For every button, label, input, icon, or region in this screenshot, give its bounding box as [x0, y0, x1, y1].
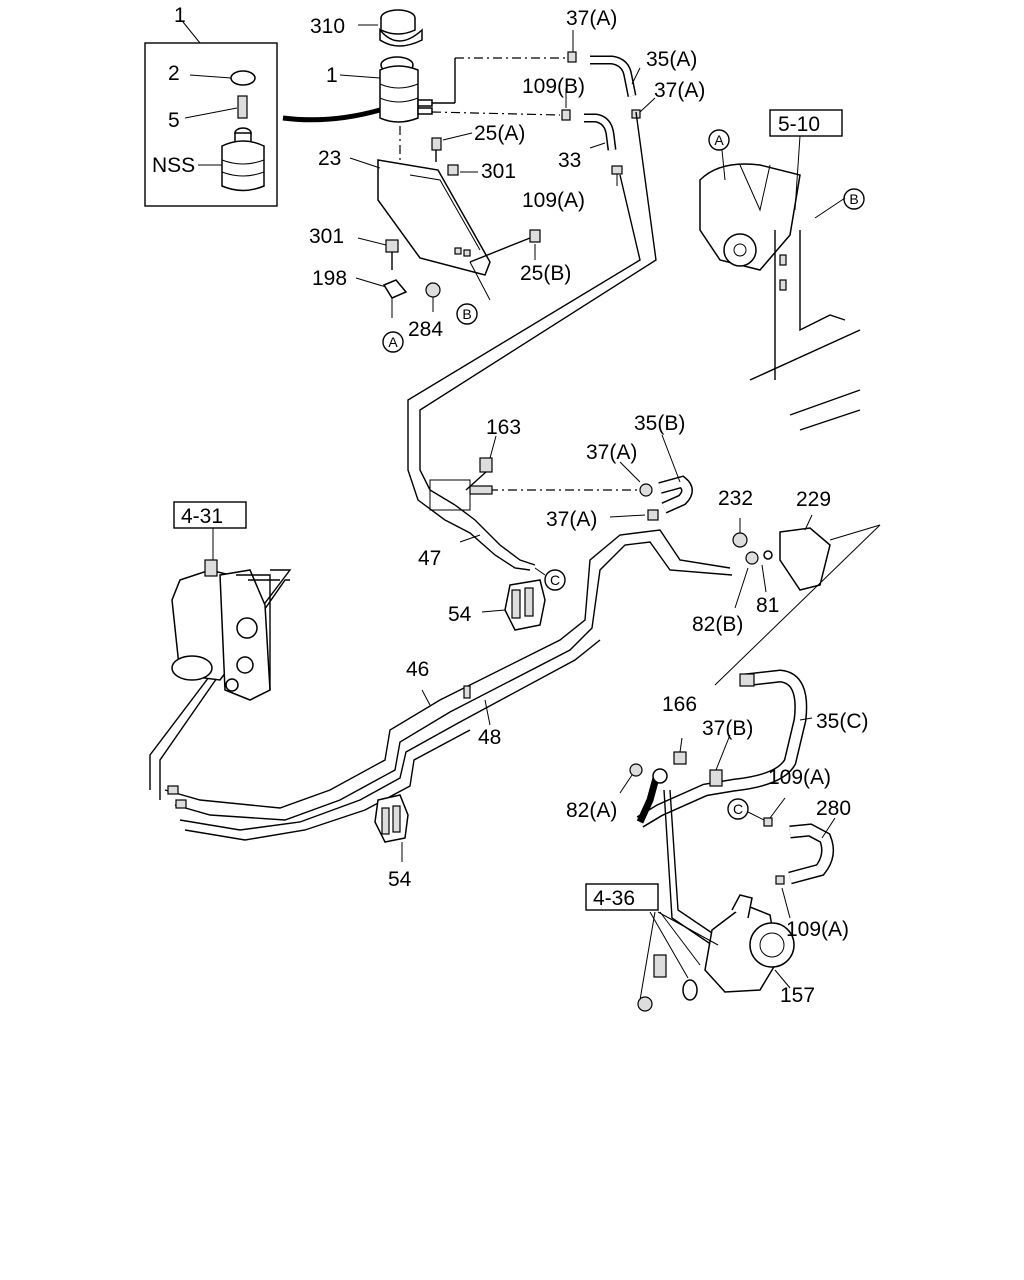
svg-text:B: B	[849, 191, 858, 207]
svg-text:B: B	[462, 306, 471, 322]
callout-109a-low: 109(A)	[786, 918, 849, 941]
marker-c-pump: C	[727, 798, 765, 821]
callout-163: 163	[486, 416, 521, 439]
callout-48: 48	[478, 726, 501, 749]
callout-47: 47	[418, 547, 441, 570]
clamp-54-lower	[374, 794, 409, 862]
callout-25b: 25(B)	[520, 262, 571, 285]
ref-link-5-10[interactable]: 5-10	[769, 109, 843, 137]
callout-157: 157	[780, 984, 815, 1007]
callout-310: 310	[310, 15, 345, 38]
callout-37a-mid: 37(A)	[586, 441, 637, 464]
svg-text:A: A	[714, 132, 724, 148]
clamp-54-upper	[481, 579, 546, 631]
callout-81: 81	[756, 594, 779, 617]
ref-link-4-36[interactable]: 4-36	[585, 883, 659, 911]
callout-109a-top: 109(A)	[522, 189, 585, 212]
callout-37a-right: 37(A)	[654, 79, 705, 102]
callout-23: 23	[318, 147, 341, 170]
callout-2: 2	[168, 62, 180, 85]
ref-label-5-10: 5-10	[778, 113, 820, 136]
callout-166: 166	[662, 693, 697, 716]
callout-37a-top: 37(A)	[566, 7, 617, 30]
callout-198: 198	[312, 267, 347, 290]
hose-35b	[609, 434, 693, 521]
ref-label-4-36: 4-36	[593, 887, 635, 910]
callout-35b: 35(B)	[634, 412, 685, 435]
callout-37a-mid2: 37(A)	[546, 508, 597, 531]
marker-c-hose: C	[534, 567, 566, 591]
callout-82b: 82(B)	[692, 613, 743, 636]
ref-link-4-31[interactable]: 4-31	[173, 501, 247, 529]
callout-54-upper: 54	[448, 603, 472, 626]
svg-text:C: C	[550, 572, 560, 588]
ref-label-4-31: 4-31	[181, 505, 223, 528]
marker-b-frame: B	[843, 188, 865, 210]
callout-109a-mid: 109(A)	[768, 766, 831, 789]
marker-b-bracket: B	[456, 303, 478, 325]
frame-sketch	[699, 135, 861, 431]
svg-text:A: A	[388, 334, 398, 350]
steering-gear-box	[171, 528, 280, 701]
steering-lines	[149, 111, 733, 841]
pump-hoses	[619, 669, 836, 1012]
callout-109b: 109(B)	[522, 75, 585, 98]
callout-35a: 35(A)	[646, 48, 697, 71]
reservoir-tank	[339, 9, 433, 165]
callout-33: 33	[558, 149, 581, 172]
reservoir-kit-box	[144, 21, 381, 207]
callout-35c: 35(C)	[816, 710, 869, 733]
bracket-229	[714, 514, 881, 686]
marker-a-bracket: A	[382, 331, 404, 353]
callout-280: 280	[816, 797, 851, 820]
reservoir-bracket	[349, 132, 541, 318]
callout-54-lower: 54	[388, 868, 412, 891]
svg-text:C: C	[733, 801, 743, 817]
callout-37b: 37(B)	[702, 717, 753, 740]
marker-a-frame: A	[708, 129, 730, 151]
callout-1-kit: 1	[174, 4, 186, 27]
upper-hoses	[431, 30, 656, 186]
callout-25a: 25(A)	[474, 122, 525, 145]
callout-5: 5	[168, 109, 180, 132]
callout-284: 284	[408, 318, 443, 341]
callout-232: 232	[718, 487, 753, 510]
callout-82a: 82(A)	[566, 799, 617, 822]
callout-229: 229	[796, 488, 831, 511]
callout-301-upper: 301	[481, 160, 516, 183]
callout-nss: NSS	[152, 154, 195, 177]
callout-1-tank: 1	[326, 64, 338, 87]
callout-46: 46	[406, 658, 429, 681]
callout-301-lower: 301	[309, 225, 344, 248]
